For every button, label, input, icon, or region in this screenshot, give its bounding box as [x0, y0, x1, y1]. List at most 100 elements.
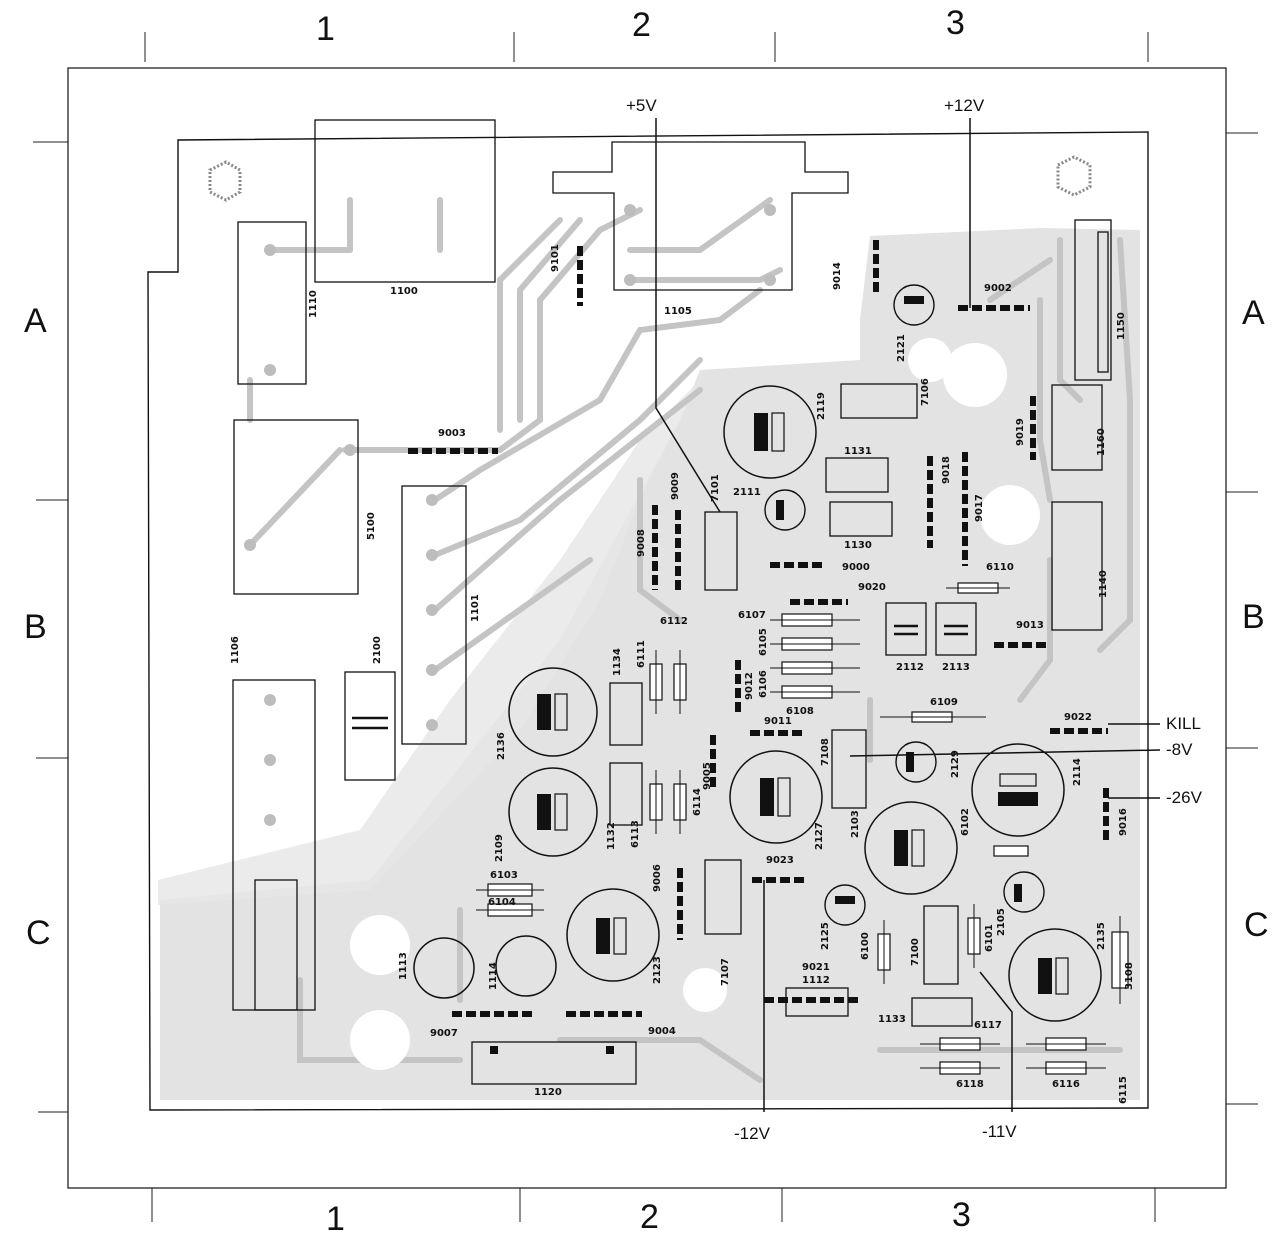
traces [247, 197, 1133, 1083]
ref-9019: 9019 [1015, 418, 1026, 446]
ref-2103: 2103 [850, 810, 861, 838]
ref-9006: 9006 [652, 864, 663, 892]
ref-2125: 2125 [820, 922, 831, 950]
small-capacitors [764, 284, 1045, 926]
diode-leads [476, 587, 1121, 1069]
ref-1105: 1105 [664, 306, 692, 317]
ref-6104: 6104 [488, 897, 516, 908]
ref-6116: 6116 [1052, 1079, 1080, 1090]
ref-9017: 9017 [974, 494, 985, 522]
ref-6108: 6108 [786, 706, 814, 717]
grid-row-b-right: B [1242, 598, 1265, 636]
ref-9014: 9014 [832, 262, 843, 290]
ref-9005: 9005 [702, 762, 713, 790]
ref-9101: 9101 [550, 244, 561, 272]
ref-1131: 1131 [844, 446, 872, 457]
ref-2114: 2114 [1072, 758, 1083, 786]
ref-9004: 9004 [648, 1026, 676, 1037]
grid-col-1-bottom: 1 [326, 1200, 345, 1238]
ref-1112: 1112 [802, 975, 830, 986]
ref-2127: 2127 [814, 822, 825, 850]
ref-6118: 6118 [956, 1079, 984, 1090]
ref-9007: 9007 [430, 1028, 458, 1039]
ref-9008: 9008 [636, 529, 647, 557]
ref-6106: 6106 [758, 670, 769, 698]
grid-col-2-top: 2 [632, 6, 651, 44]
ref-2121: 2121 [896, 334, 907, 362]
ref-6105: 6105 [758, 628, 769, 656]
ref-9023: 9023 [766, 855, 794, 866]
ref-1134: 1134 [612, 648, 623, 676]
ref-7107: 7107 [720, 958, 731, 986]
ref-6107: 6107 [738, 610, 766, 621]
ref-9021: 9021 [802, 962, 830, 973]
plane-clearances [350, 338, 1040, 1070]
grid-row-b-left: B [24, 608, 47, 646]
supply-pointer-lines [655, 118, 1161, 1112]
ref-1120: 1120 [534, 1087, 562, 1098]
ref-9020: 9020 [858, 582, 886, 593]
ref-2135: 2135 [1096, 922, 1107, 950]
ref-2136: 2136 [496, 732, 507, 760]
ground-plane-edge [158, 380, 700, 905]
label-minus-26v: -26V [1166, 788, 1202, 807]
grid-ticks [33, 32, 1258, 1222]
label-minus-8v: -8V [1166, 740, 1193, 759]
ref-1133: 1133 [878, 1014, 906, 1025]
label-minus-12v: -12V [734, 1124, 770, 1143]
ref-2100: 2100 [372, 636, 383, 664]
ref-6100: 6100 [860, 932, 871, 960]
ref-6109: 6109 [930, 697, 958, 708]
ref-9012: 9012 [744, 672, 755, 700]
ref-6103: 6103 [490, 870, 518, 881]
ref-6101: 6101 [984, 924, 995, 952]
ref-6115: 6115 [1118, 1076, 1129, 1104]
connector-pins [490, 1046, 614, 1054]
label-plus-5v: +5V [626, 96, 657, 115]
grid-col-2-bottom: 2 [640, 1198, 659, 1236]
label-kill: KILL [1166, 714, 1201, 733]
grid-col-1-top: 1 [316, 10, 335, 48]
ref-3108: 3108 [1124, 962, 1135, 990]
ref-9009: 9009 [670, 472, 681, 500]
ref-1114: 1114 [488, 962, 499, 990]
ref-1160: 1160 [1096, 428, 1107, 456]
ref-5100: 5100 [366, 512, 377, 540]
ref-2111: 2111 [733, 487, 761, 498]
grid-row-c-left: C [26, 914, 51, 952]
ref-9022: 9022 [1064, 712, 1092, 723]
ref-7108: 7108 [820, 738, 831, 766]
ref-2113: 2113 [942, 662, 970, 673]
grid-row-c-right: C [1244, 906, 1269, 944]
ref-1110: 1110 [308, 290, 319, 318]
grid-row-a-right: A [1242, 294, 1265, 332]
ref-7100: 7100 [910, 938, 921, 966]
film-capacitors [352, 624, 968, 730]
ref-9011: 9011 [764, 716, 792, 727]
ref-6102: 6102 [960, 808, 971, 836]
ref-6114: 6114 [692, 788, 703, 816]
label-plus-12v: +12V [944, 96, 985, 115]
ref-1150: 1150 [1116, 312, 1127, 340]
outer-frame [67, 67, 1227, 1189]
ref-1100: 1100 [390, 286, 418, 297]
ref-2112: 2112 [896, 662, 924, 673]
ref-9018: 9018 [941, 456, 952, 484]
electrolytic-capacitors [413, 385, 1102, 1022]
grid-col-3-bottom: 3 [952, 1196, 971, 1234]
grid-row-a-left: A [24, 302, 47, 340]
ref-9016: 9016 [1118, 808, 1129, 836]
ref-9013: 9013 [1016, 620, 1044, 631]
ref-7101: 7101 [710, 474, 721, 502]
ref-2109: 2109 [494, 834, 505, 862]
ref-1140: 1140 [1098, 570, 1109, 598]
ref-1106: 1106 [230, 636, 241, 664]
ref-7106: 7106 [920, 378, 931, 406]
label-minus-11v: -11V [982, 1122, 1017, 1141]
ref-6110: 6110 [986, 562, 1014, 573]
ref-6112: 6112 [660, 616, 688, 627]
ref-2119: 2119 [816, 392, 827, 420]
ref-9002: 9002 [984, 283, 1012, 294]
